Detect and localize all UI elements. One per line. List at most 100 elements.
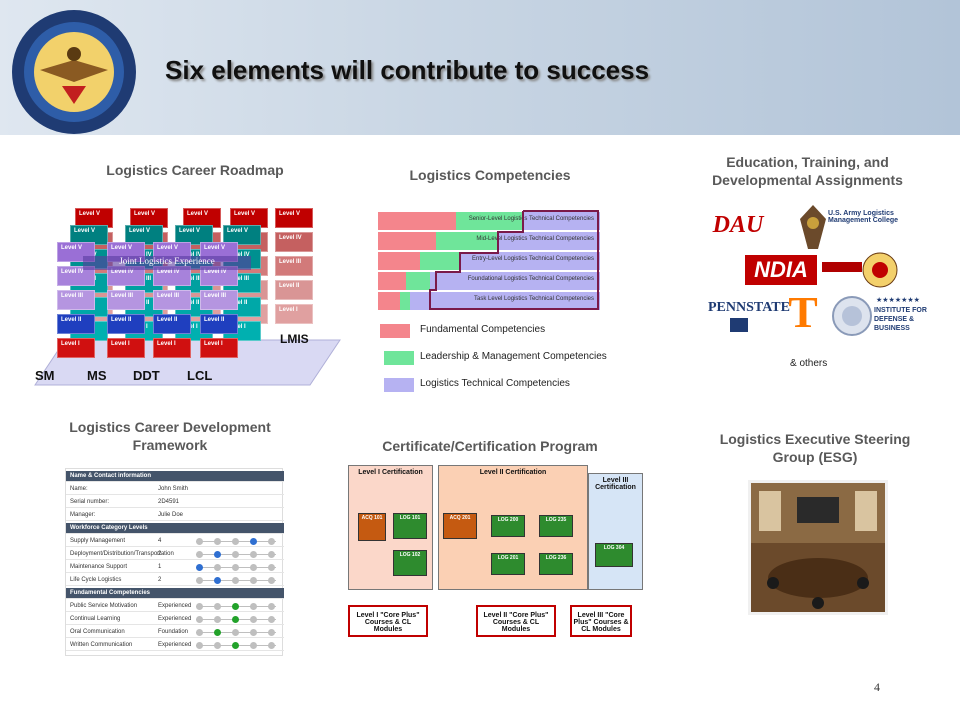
framework-row-label: Public Service Motivation: [70, 603, 138, 609]
education-title: Education, Training, and Developmental A…: [712, 154, 903, 188]
university-seal-icon: [832, 296, 872, 336]
rating-dot: [250, 551, 257, 558]
framework-row: Public Service Motivation Experienced: [66, 601, 284, 612]
idb-logo: INSTITUTE FOR DEFENSE & BUSINESS: [874, 307, 927, 332]
competency-segment: [378, 272, 406, 290]
roadmap-level-block: Level V: [223, 225, 261, 245]
framework-row-label: Name & Contact information: [70, 473, 152, 479]
rating-dot: [232, 642, 239, 649]
competency-segment: [400, 292, 410, 310]
competency-legend-item: Fundamental Competencies: [380, 324, 660, 338]
framework-row-value: Julie Doe: [158, 512, 184, 518]
competency-step-label: Mid-Level Logistics Technical Competenci…: [476, 236, 594, 242]
competency-segment: [460, 252, 600, 270]
competency-segment: [378, 252, 420, 270]
cert-level3-column: Level III Certification: [588, 473, 643, 590]
others-label: & others: [790, 358, 828, 369]
roadmap-level-block: Level V: [275, 208, 313, 228]
course-log236: LOG 236: [539, 553, 573, 575]
framework-rating-track: [196, 616, 280, 623]
rating-dot: [214, 629, 221, 636]
competency-segment: [378, 292, 400, 310]
roadmap-level-block: Level III: [107, 290, 145, 310]
competency-step: Foundational Logistics Technical Compete…: [378, 272, 600, 290]
competency-segment: [498, 232, 600, 250]
framework-section-header: Name & Contact information: [66, 471, 284, 482]
ndia-bar: [822, 262, 862, 272]
framework-row: Manager:Julie Doe: [66, 510, 284, 521]
competencies-diagram: Senior-Level Logistics Technical Compete…: [378, 210, 600, 310]
competency-segment: [436, 232, 498, 250]
ndia-logo: NDIA: [745, 255, 817, 285]
roadmap-level-block: Level I: [200, 338, 238, 358]
rating-dot: [250, 603, 257, 610]
tennessee-logo: T: [788, 288, 818, 337]
rating-dot: [214, 538, 221, 545]
rating-dot: [250, 564, 257, 571]
dau-logo: DAU: [712, 212, 764, 238]
rating-dot: [196, 577, 203, 584]
cert-level2-title: Level II Certification: [479, 469, 547, 476]
framework-row-label: Fundamental Competencies: [70, 590, 151, 596]
college-seal-icon: [862, 252, 898, 288]
esg-title: Logistics Executive Steering Group (ESG): [719, 431, 911, 465]
header-banner: Six elements will contribute to success: [0, 0, 960, 135]
course-log101: LOG 101: [393, 513, 427, 539]
course-log304: LOG 304: [595, 543, 633, 567]
esg-meeting-room-photo: [748, 480, 888, 615]
rating-dot: [196, 564, 203, 571]
competency-segment: [378, 212, 456, 230]
roadmap-lmis-label: LMIS: [280, 332, 309, 346]
page-number: 4: [874, 680, 880, 694]
competency-segment: [378, 232, 436, 250]
dod-seal-icon: [12, 10, 136, 134]
roadmap-level-block: Level IV: [57, 266, 95, 286]
roadmap-level-block: Level IV: [275, 232, 313, 252]
framework-row-value: 1: [158, 564, 162, 570]
rating-dot: [196, 538, 203, 545]
competency-step: Mid-Level Logistics Technical Competenci…: [378, 232, 600, 250]
competency-step-label: Task Level Logistics Technical Competenc…: [474, 296, 594, 302]
rating-dot: [214, 564, 221, 571]
competency-legend-item: Logistics Technical Competencies: [380, 378, 660, 392]
rating-dot: [214, 603, 221, 610]
rating-dot: [232, 564, 239, 571]
legend-swatch: [380, 324, 410, 338]
framework-row-label: Serial number:: [70, 499, 110, 505]
rating-dot: [232, 616, 239, 623]
rating-dot: [250, 629, 257, 636]
roadmap-level-block: Level II: [57, 314, 95, 334]
framework-row-value: 4: [158, 538, 162, 544]
competency-step-label: Senior-Level Logistics Technical Compete…: [468, 216, 594, 222]
framework-row-value: John Smith: [158, 486, 189, 492]
competency-segment: [410, 292, 600, 310]
course-acq201: ACQ 201: [443, 513, 477, 539]
rating-dot: [232, 538, 239, 545]
competency-step: Entry-Level Logistics Technical Competen…: [378, 252, 600, 270]
idb-stars-icon: ★★★★★★★: [876, 297, 920, 304]
rating-dot: [268, 629, 275, 636]
framework-row-value: Experienced: [158, 603, 192, 609]
framework-title: Logistics Career Development Framework: [69, 419, 271, 453]
rating-dot: [232, 551, 239, 558]
competency-segment: [456, 212, 523, 230]
competencies-title: Logistics Competencies: [409, 167, 571, 183]
framework-row: Serial number:2D4591: [66, 497, 284, 508]
framework-row-label: Continual Learning: [70, 616, 121, 622]
framework-row-value: Experienced: [158, 642, 192, 648]
rating-dot: [214, 642, 221, 649]
pennstate-shield-icon: [730, 318, 748, 332]
roadmap-col-ms: MS: [87, 368, 107, 383]
rating-dot: [268, 603, 275, 610]
almc-logo: U.S. Army Logistics Management College: [828, 210, 899, 224]
course-log235: LOG 235: [539, 515, 573, 537]
roadmap-level-block: Level II: [107, 314, 145, 334]
roadmap-level-block: Level II: [200, 314, 238, 334]
